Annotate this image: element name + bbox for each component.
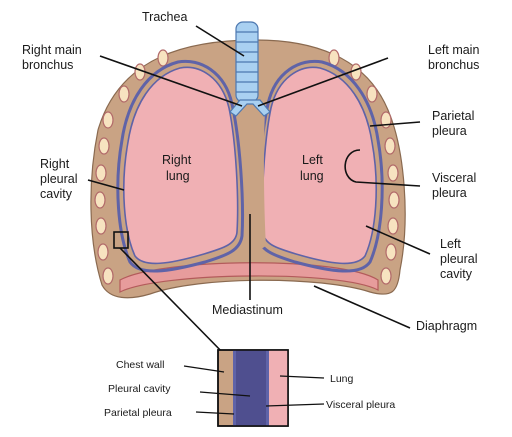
parietal-pleura-leader — [369, 121, 421, 127]
right-lung — [116, 59, 245, 273]
label-right-main-bronchus: Right main bronchus — [22, 43, 85, 72]
right-pleural-cavity-leader — [87, 179, 125, 191]
inset-label-pleural-cavity: Pleural cavity — [108, 383, 171, 395]
right-main-bronchus-leader — [99, 55, 243, 107]
label-trachea: Trachea — [142, 10, 187, 24]
inset-label-lung: Lung — [330, 373, 354, 385]
label-right-pleural-cavity: Right pleural cavity — [40, 157, 81, 201]
ribs — [94, 49, 400, 285]
label-left-main-bronchus: Left main bronchus — [428, 43, 483, 72]
label-right-lung: Right lung — [162, 153, 195, 183]
label-left-lung: Left lung — [300, 153, 326, 183]
inset-label-parietal-pleura: Parietal pleura — [104, 407, 172, 419]
trachea — [229, 21, 271, 117]
label-diaphragm: Diaphragm — [416, 319, 477, 333]
mediastinum — [241, 100, 266, 252]
left-main-bronchus-leader — [257, 57, 389, 107]
label-parietal-pleura: Parietal pleura — [432, 109, 478, 138]
diaphragm-leader — [313, 285, 411, 329]
trachea-leader — [195, 25, 245, 57]
inset-label-chest-wall: Chest wall — [116, 359, 164, 371]
left-pleural-cavity-leader — [365, 225, 431, 255]
visceral-pleura-leader — [344, 149, 421, 187]
label-mediastinum: Mediastinum — [212, 303, 283, 317]
label-left-pleural-cavity: Left pleural cavity — [440, 237, 481, 281]
label-visceral-pleura: Visceral pleura — [432, 171, 480, 200]
inset-label-visceral-pleura: Visceral pleura — [326, 399, 395, 411]
inset-magnified-view — [217, 349, 289, 427]
